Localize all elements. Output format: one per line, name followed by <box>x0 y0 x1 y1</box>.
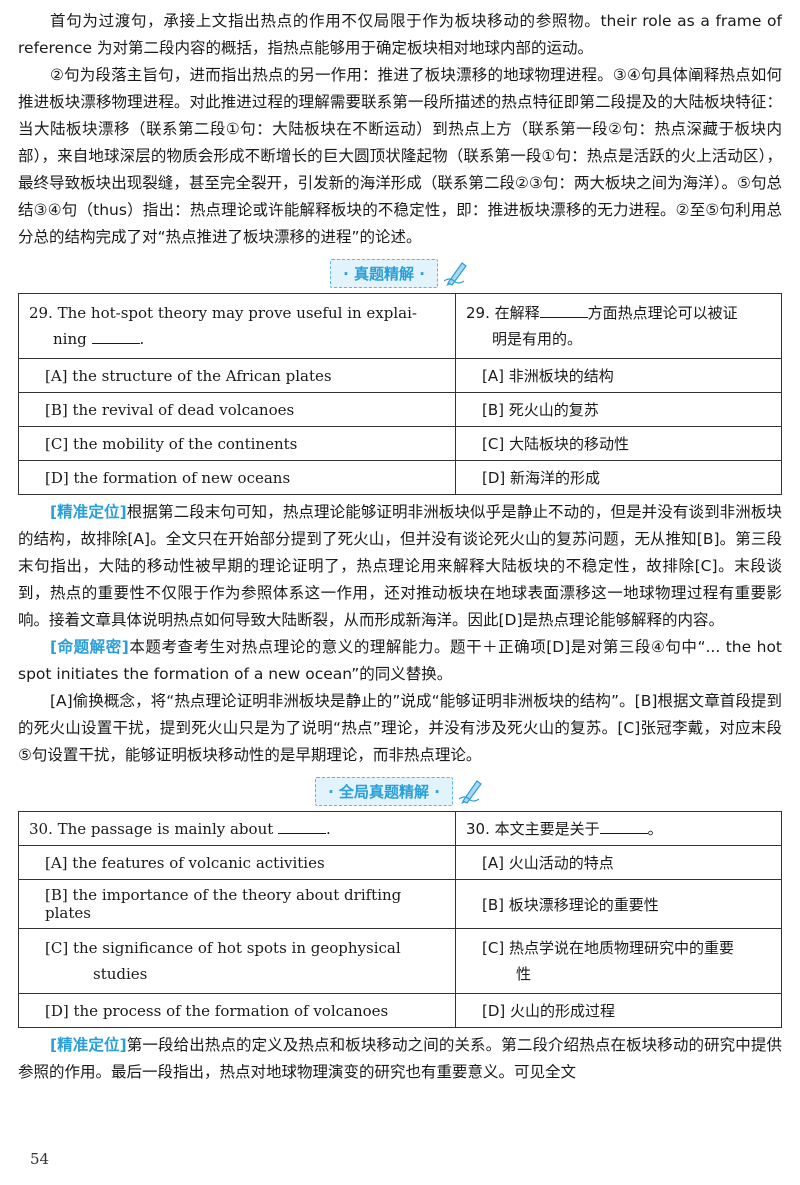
option-a-zh: [A] 非洲板块的结构 <box>455 358 782 393</box>
option-d-zh: [D] 新海洋的形成 <box>455 460 782 495</box>
analysis-tag: [命题解密] <box>50 638 129 656</box>
answer-blank <box>599 819 648 834</box>
option-d-en: [D] the process of the formation of volc… <box>18 993 456 1028</box>
question-stem-en: 30. The passage is mainly about . <box>18 811 456 846</box>
option-c-zh: [C] 大陆板块的移动性 <box>455 426 782 461</box>
paragraph: 首句为过渡句，承接上文指出热点的作用不仅局限于作为板块移动的参照物。their … <box>18 12 782 57</box>
table-row: 30. The passage is mainly about . 30. 本文… <box>18 811 782 846</box>
analysis-paragraph: [A]偷换概念，将“热点理论证明非洲板块是静止的”说成“能够证明非洲板块的结构”… <box>18 692 782 764</box>
page-body: 首句为过渡句，承接上文指出热点的作用不仅局限于作为板块移动的参照物。their … <box>18 8 782 1086</box>
table-row: [A] the structure of the African plates … <box>18 358 782 393</box>
table-row: [D] the formation of new oceans [D] 新海洋的… <box>18 460 782 495</box>
analysis-paragraph: [精准定位]第一段给出热点的定义及热点和板块移动之间的关系。第二段介绍热点在板块… <box>18 1036 782 1081</box>
page-number: 54 <box>30 1150 50 1168</box>
answer-blank <box>91 329 140 344</box>
table-row: [D] the process of the formation of volc… <box>18 993 782 1028</box>
paragraph: ②句为段落主旨句，进而指出热点的另一作用：推进了板块漂移的地球物理进程。③④句具… <box>18 66 782 246</box>
option-c-en: [C] the mobility of the continents <box>18 426 456 461</box>
pen-icon <box>443 262 467 286</box>
pen-icon <box>458 780 482 804</box>
option-a-zh: [A] 火山活动的特点 <box>455 845 782 880</box>
question-table-29: 29. The hot-spot theory may prove useful… <box>18 293 782 495</box>
table-row: [B] the importance of the theory about d… <box>18 879 782 929</box>
banner-title: · 全局真题精解 · <box>315 776 453 806</box>
table-row: [C] the significance of hot spots in geo… <box>18 928 782 994</box>
option-a-en: [A] the structure of the African plates <box>18 358 456 393</box>
option-d-zh: [D] 火山的形成过程 <box>455 993 782 1028</box>
answer-blank <box>278 819 327 834</box>
question-stem-zh: 30. 本文主要是关于。 <box>455 811 782 846</box>
banner-title: · 真题精解 · <box>330 258 438 288</box>
question-table-30: 30. The passage is mainly about . 30. 本文… <box>18 811 782 1028</box>
question-stem-zh: 29. 在解释方面热点理论可以被证 明是有用的。 <box>455 293 782 359</box>
option-b-zh: [B] 板块漂移理论的重要性 <box>455 879 782 929</box>
question-stem-en: 29. The hot-spot theory may prove useful… <box>18 293 456 359</box>
analysis-tag: [精准定位] <box>50 1036 127 1054</box>
answer-blank <box>539 303 588 318</box>
analysis-paragraph: [命题解密]本题考查考生对热点理论的意义的理解能力。题干＋正确项[D]是对第三段… <box>18 638 783 683</box>
table-row: 29. The hot-spot theory may prove useful… <box>18 293 782 359</box>
option-b-en: [B] the importance of the theory about d… <box>18 879 456 929</box>
option-d-en: [D] the formation of new oceans <box>18 460 456 495</box>
option-a-en: [A] the features of volcanic activities <box>18 845 456 880</box>
section-banner: · 真题精解 · <box>18 255 782 291</box>
option-b-en: [B] the revival of dead volcanoes <box>18 392 456 427</box>
table-row: [B] the revival of dead volcanoes [B] 死火… <box>18 392 782 427</box>
analysis-tag: [精准定位] <box>50 503 127 521</box>
table-row: [C] the mobility of the continents [C] 大… <box>18 426 782 461</box>
analysis-paragraph: [精准定位]根据第二段末句可知，热点理论能够证明非洲板块似乎是静止不动的，但是并… <box>18 503 782 629</box>
option-c-zh: [C] 热点学说在地质物理研究中的重要 性 <box>455 928 782 994</box>
option-b-zh: [B] 死火山的复苏 <box>455 392 782 427</box>
option-c-en: [C] the significance of hot spots in geo… <box>18 928 456 994</box>
table-row: [A] the features of volcanic activities … <box>18 845 782 880</box>
section-banner: · 全局真题精解 · <box>18 773 782 809</box>
